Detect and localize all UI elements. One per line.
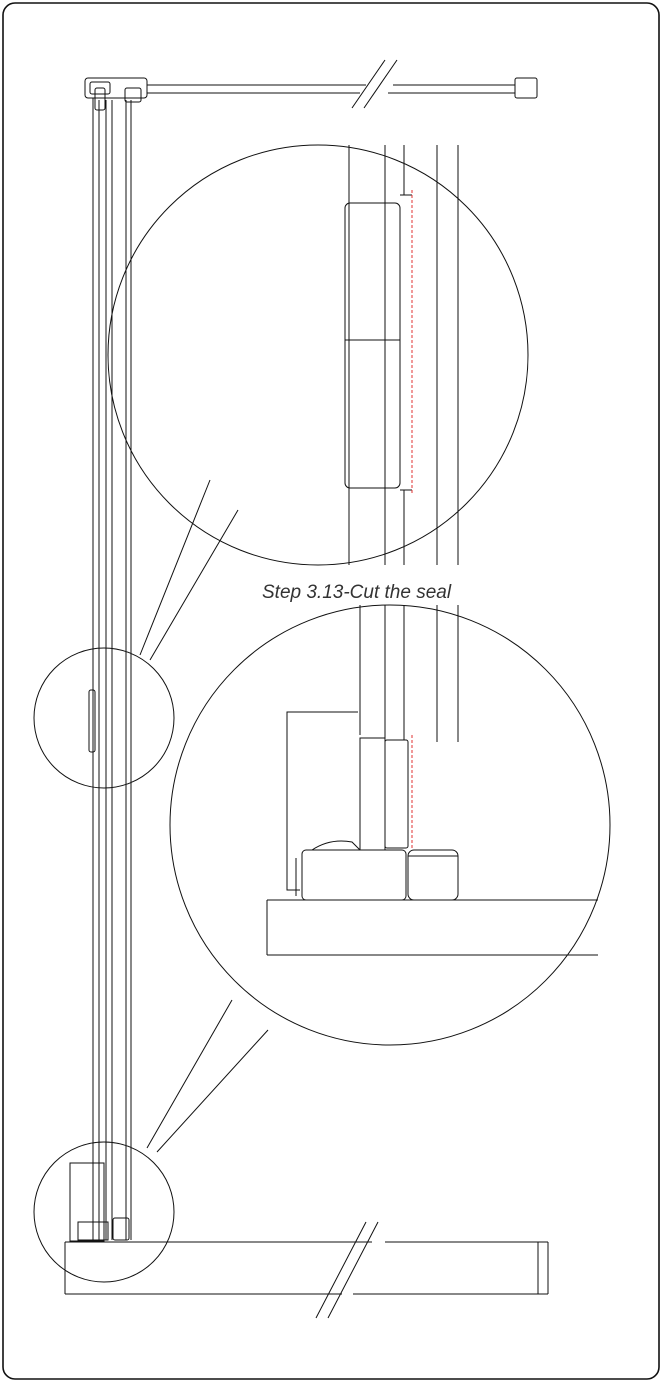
detail-bottom-roller <box>407 849 459 901</box>
rod-end-cap <box>514 77 538 99</box>
detail-bottom-bracket <box>286 711 358 891</box>
detail-bottom <box>169 604 611 1046</box>
detail-seal <box>107 144 529 566</box>
detail-bottom-housing <box>301 849 407 901</box>
step-caption: Step 3.13-Cut the seal <box>262 582 452 603</box>
callout-leader-mid-1 <box>139 479 211 656</box>
mid-seal-slot <box>88 689 96 753</box>
base-break-line-1 <box>315 1221 367 1319</box>
bottom-bracket <box>69 1162 105 1242</box>
detail-seal-strip <box>344 202 401 489</box>
callout-circle-bottom <box>33 1141 175 1283</box>
bottom-roller-housing <box>77 1221 109 1241</box>
door-side-view <box>64 59 549 1319</box>
top-roller <box>94 87 106 111</box>
callout-leader-bottom-1 <box>146 999 233 1149</box>
rod-break-line-2 <box>363 59 398 109</box>
detail-circle-bottom <box>169 604 611 1046</box>
bottom-roller <box>112 1217 130 1241</box>
base-break-line-2 <box>327 1221 379 1319</box>
callout-leader-bottom-2 <box>156 1029 269 1153</box>
detail-circle-seal <box>107 144 529 566</box>
callout-circle-mid <box>33 647 175 789</box>
top-header-inner <box>89 81 111 95</box>
top-clip <box>124 87 142 103</box>
rod-break-line-1 <box>351 59 386 109</box>
detail-bottom-seal-strip <box>384 739 409 849</box>
detail-bottom-rail <box>359 737 386 851</box>
detail-bottom-housing-top <box>311 840 361 851</box>
top-header-bracket <box>84 77 148 99</box>
callout-leader-mid-2 <box>149 509 239 661</box>
